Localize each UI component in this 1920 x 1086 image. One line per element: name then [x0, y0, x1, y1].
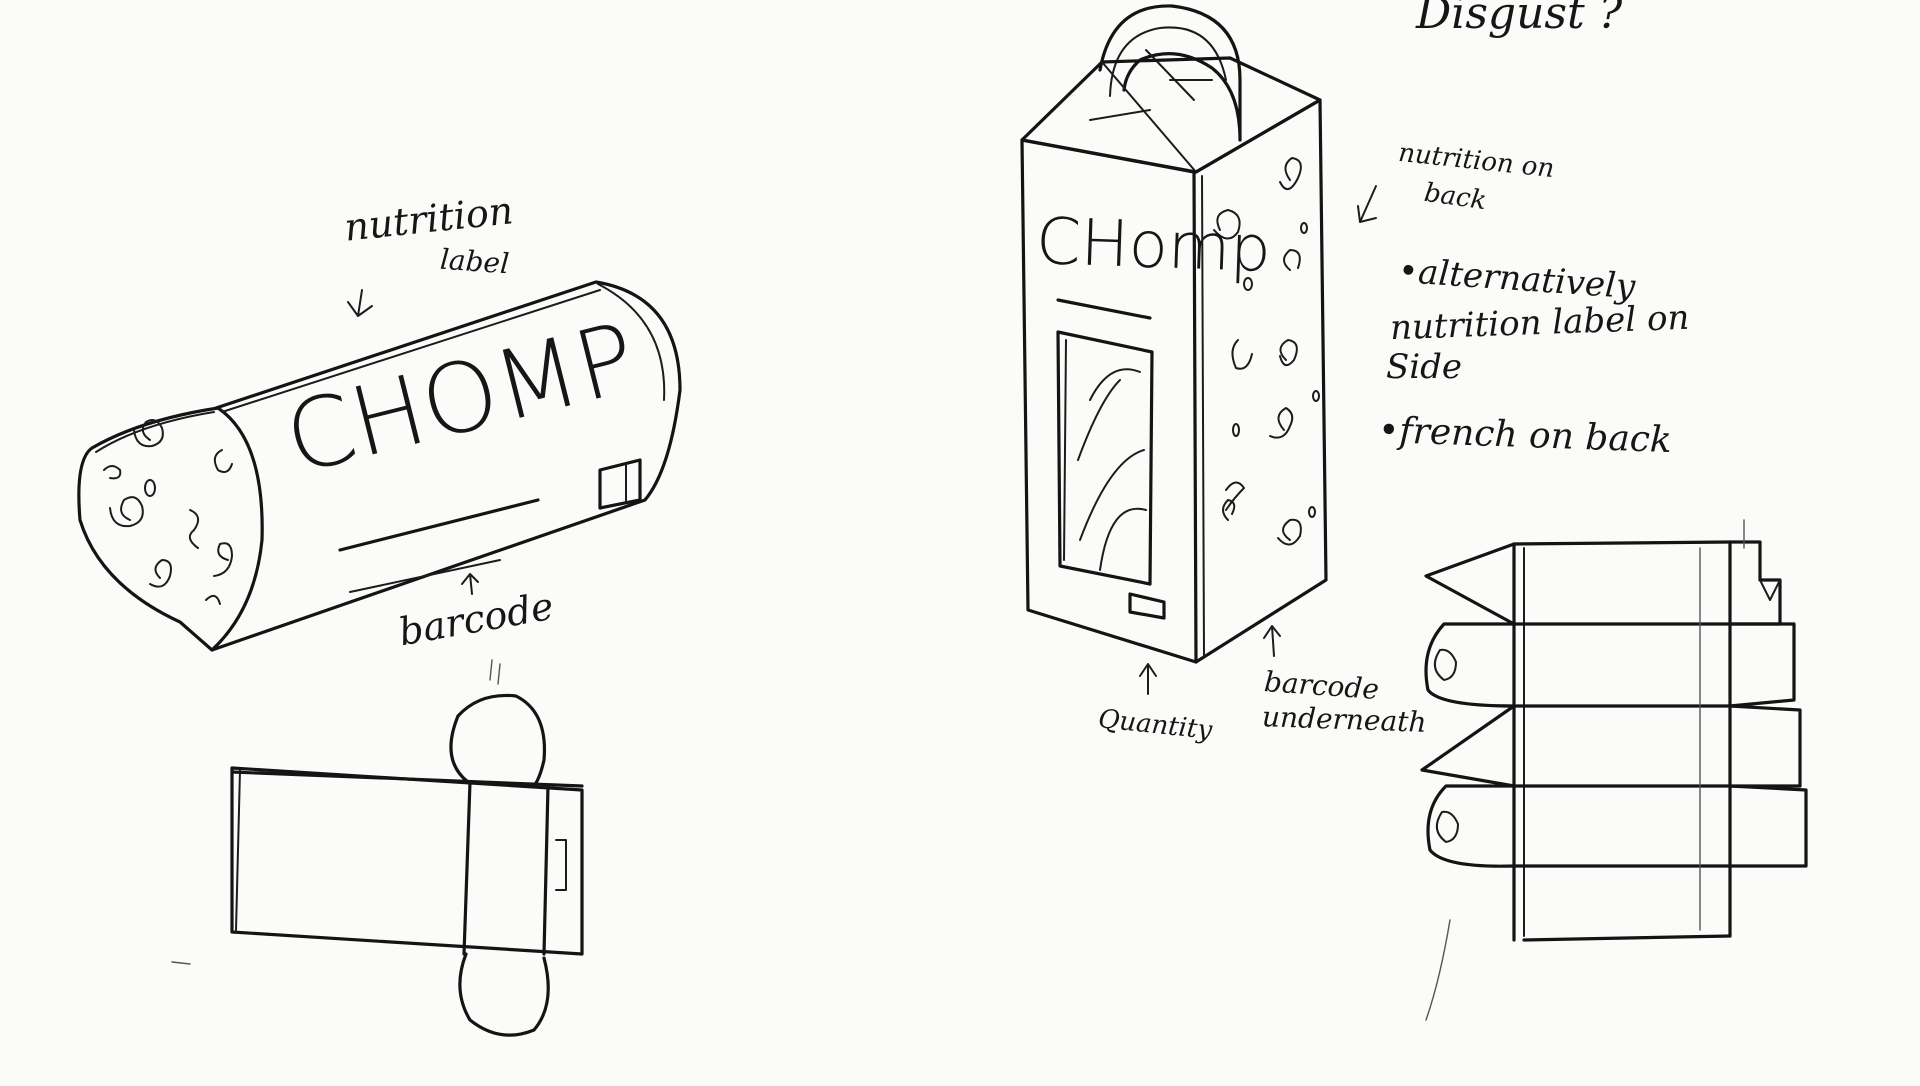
- box-barcode-note-2: underneath: [1261, 700, 1428, 739]
- tube-net-drawing: [230, 693, 584, 1037]
- box-package-drawing: [1020, 4, 1377, 695]
- box-alt-note-3: Side: [1386, 347, 1463, 387]
- box-french-note: •french on back: [1377, 409, 1673, 462]
- box-brand-label: CHomp: [1034, 204, 1273, 288]
- box-alt-note-2: nutrition label on: [1389, 297, 1690, 349]
- top-note: Disgust ?: [1416, 0, 1623, 39]
- box-net-drawing: [1420, 519, 1808, 1021]
- box-nutrition-note-2: back: [1422, 177, 1489, 217]
- tube-nutrition-note-2: label: [438, 242, 511, 281]
- tube-package-drawing: [77, 280, 682, 652]
- box-barcode-note: barcode: [1263, 665, 1381, 706]
